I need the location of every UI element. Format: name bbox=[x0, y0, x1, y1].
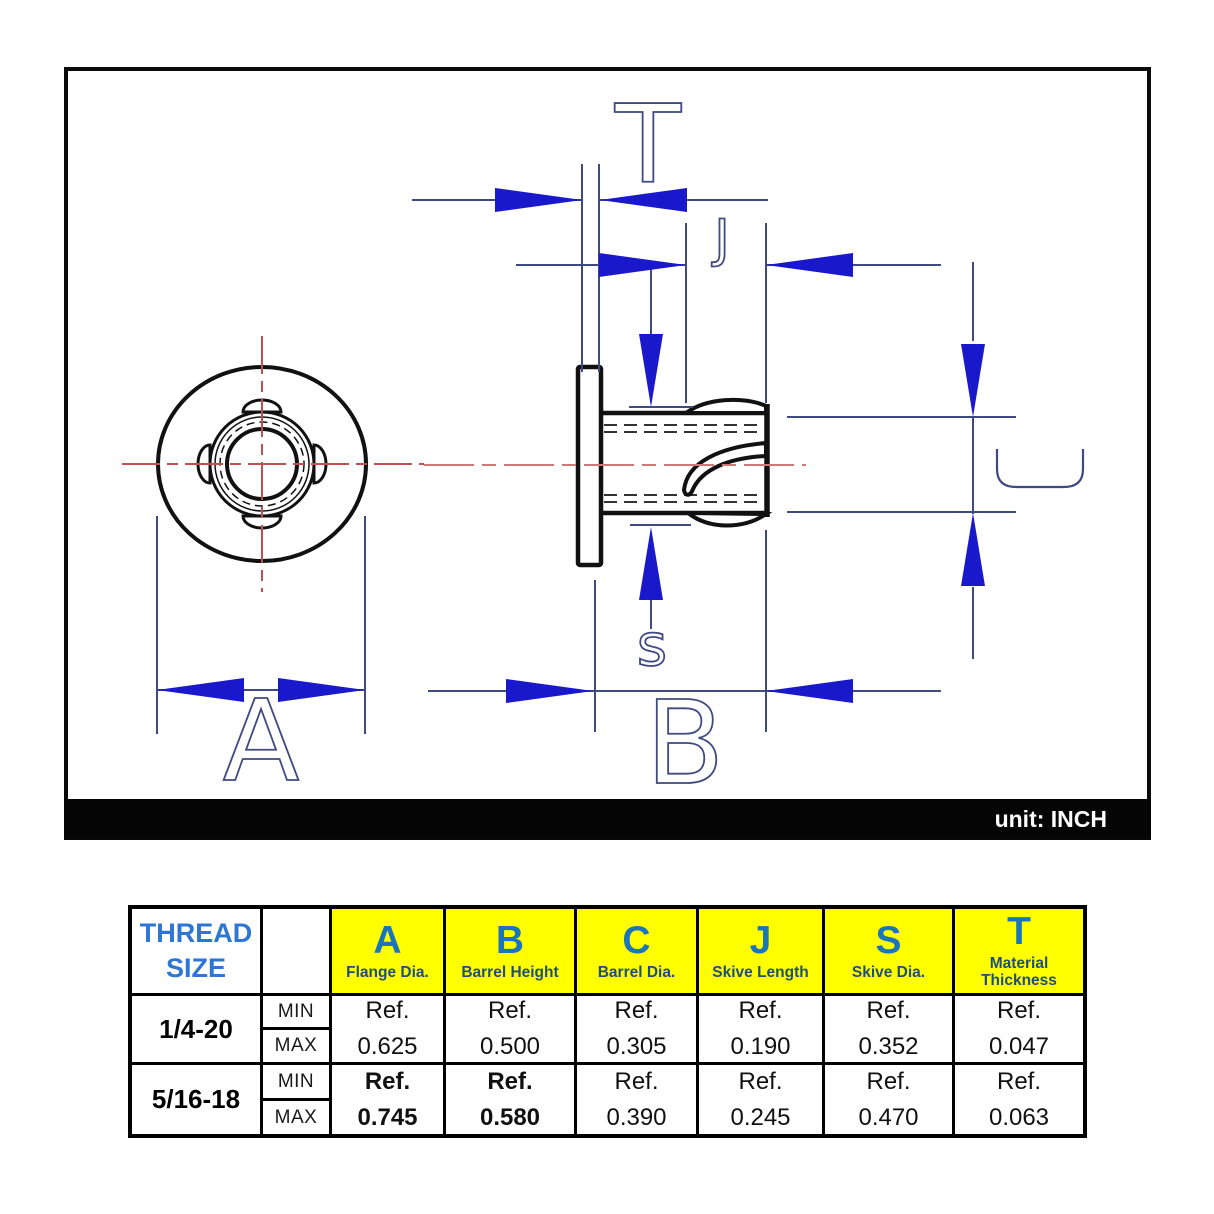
value: 0.352 bbox=[858, 1033, 919, 1060]
header-col-s: S Skive Dia. bbox=[825, 909, 952, 993]
col-desc-b: Barrel Height bbox=[461, 963, 559, 981]
thread-size-line1: THREAD bbox=[139, 917, 253, 948]
col-letter-t: T bbox=[1007, 909, 1031, 953]
dim-label-a: A bbox=[223, 677, 300, 807]
arrow-C-down bbox=[961, 344, 985, 417]
col-desc-c: Barrel Dia. bbox=[597, 963, 676, 981]
arrow-J-right bbox=[766, 253, 853, 277]
value: 0.390 bbox=[606, 1103, 667, 1131]
dim-label-j: J bbox=[711, 209, 729, 269]
dim-label-s: s bbox=[637, 611, 667, 679]
max-label: MAX bbox=[274, 1106, 318, 1128]
arrow-A-right bbox=[278, 678, 365, 702]
value: 0.500 bbox=[479, 1033, 541, 1060]
skive-bump-bottom bbox=[241, 514, 283, 530]
arrow-C-up bbox=[961, 513, 985, 586]
value: 0.470 bbox=[858, 1103, 919, 1131]
ref-label: Ref. bbox=[866, 1067, 911, 1095]
ref-label: Ref. bbox=[996, 997, 1041, 1024]
row2-val-c: Ref. 0.390 bbox=[577, 1065, 696, 1134]
row1-val-t: Ref. 0.047 bbox=[955, 996, 1083, 1062]
header-col-j: J Skive Length bbox=[699, 909, 822, 993]
arrow-S-up bbox=[639, 527, 663, 600]
arrow-B-left bbox=[506, 679, 593, 703]
dim-label-c-glyph bbox=[995, 449, 1085, 489]
value: 0.580 bbox=[479, 1103, 541, 1131]
header-col-b: B Barrel Height bbox=[446, 909, 574, 993]
ref-label: Ref. bbox=[738, 997, 783, 1024]
value: 0.745 bbox=[357, 1103, 418, 1131]
ref-label: Ref. bbox=[365, 997, 410, 1024]
thread-row-1: 1/4-20 bbox=[132, 996, 260, 1062]
row2-val-b: Ref. 0.580 bbox=[446, 1065, 574, 1134]
col-letter-a: A bbox=[373, 918, 402, 962]
col-letter-c: C bbox=[622, 918, 651, 962]
arrow-B-right bbox=[766, 679, 853, 703]
arrow-T-left bbox=[495, 188, 582, 212]
thread-size-value: 1/4-20 bbox=[159, 1013, 233, 1044]
min-label: MIN bbox=[277, 1070, 315, 1092]
dim-label-b: B bbox=[646, 677, 725, 811]
header-col-c: C Barrel Dia. bbox=[577, 909, 696, 993]
row1-max: MAX bbox=[263, 1030, 329, 1062]
value: 0.063 bbox=[988, 1103, 1050, 1131]
dimension-lines bbox=[156, 164, 1085, 734]
drawing-panel: T J s A B unit: INCH bbox=[64, 67, 1151, 840]
value: 0.245 bbox=[730, 1103, 791, 1131]
row2-max: MAX bbox=[263, 1101, 329, 1134]
ref-label: Ref. bbox=[996, 1067, 1041, 1095]
drawing-border bbox=[64, 67, 1151, 840]
row2-val-a: Ref. 0.745 bbox=[332, 1065, 443, 1134]
thread-dashed-lines bbox=[604, 424, 762, 503]
ref-label: Ref. bbox=[614, 997, 659, 1024]
row2-val-t: Ref. 0.063 bbox=[955, 1065, 1083, 1134]
header-col-a: A Flange Dia. bbox=[332, 909, 443, 993]
arrow-A-left bbox=[157, 678, 244, 702]
ref-label: Ref. bbox=[866, 997, 911, 1024]
unit-bar bbox=[64, 799, 1151, 839]
min-label: MIN bbox=[277, 1000, 315, 1022]
spec-table: THREAD SIZE A Flange Dia. B Barrel Heigh… bbox=[128, 905, 1087, 1138]
header-thread-size: THREAD SIZE bbox=[132, 909, 260, 993]
ref-label: Ref. bbox=[364, 1067, 411, 1095]
header-col-t: T Material Thickness bbox=[955, 909, 1083, 993]
col-desc-j: Skive Length bbox=[712, 963, 809, 981]
row1-val-s: Ref. 0.352 bbox=[825, 996, 952, 1062]
ref-label: Ref. bbox=[614, 1067, 659, 1095]
row1-val-j: Ref. 0.190 bbox=[699, 996, 822, 1062]
col-desc-a: Flange Dia. bbox=[346, 963, 429, 981]
skive-claw-middle bbox=[681, 440, 768, 497]
value: 0.625 bbox=[357, 1033, 418, 1060]
dim-label-t: T bbox=[614, 83, 682, 208]
thread-row-2: 5/16-18 bbox=[132, 1065, 260, 1134]
ref-label: Ref. bbox=[487, 997, 532, 1024]
ref-label: Ref. bbox=[738, 1067, 783, 1095]
max-label: MAX bbox=[274, 1035, 318, 1056]
col-letter-s: S bbox=[875, 918, 902, 962]
value: 0.190 bbox=[730, 1033, 791, 1060]
row1-val-b: Ref. 0.500 bbox=[446, 996, 574, 1062]
row2-min: MIN bbox=[263, 1065, 329, 1098]
unit-label: unit: INCH bbox=[995, 806, 1107, 832]
col-desc-t: Material Thickness bbox=[981, 954, 1057, 990]
arrow-J-left bbox=[599, 253, 686, 277]
value: 0.305 bbox=[606, 1033, 667, 1060]
col-letter-b: B bbox=[495, 918, 525, 962]
row1-val-a: Ref. 0.625 bbox=[332, 996, 443, 1062]
ref-label: Ref. bbox=[487, 1067, 533, 1095]
col-letter-j: J bbox=[749, 918, 772, 962]
row2-val-j: Ref. 0.245 bbox=[699, 1065, 822, 1134]
header-blank bbox=[263, 909, 329, 993]
row2-val-s: Ref. 0.470 bbox=[825, 1065, 952, 1134]
thread-size-value: 5/16-18 bbox=[151, 1084, 241, 1114]
arrow-T-right bbox=[600, 188, 687, 212]
centerlines bbox=[122, 336, 806, 592]
value: 0.047 bbox=[988, 1033, 1050, 1060]
col-desc-s: Skive Dia. bbox=[851, 963, 926, 981]
row1-val-c: Ref. 0.305 bbox=[577, 996, 696, 1062]
row1-min: MIN bbox=[263, 996, 329, 1027]
dimension-arrows bbox=[157, 188, 985, 703]
arrow-S-down bbox=[639, 334, 663, 407]
thread-size-line2: SIZE bbox=[165, 953, 226, 983]
